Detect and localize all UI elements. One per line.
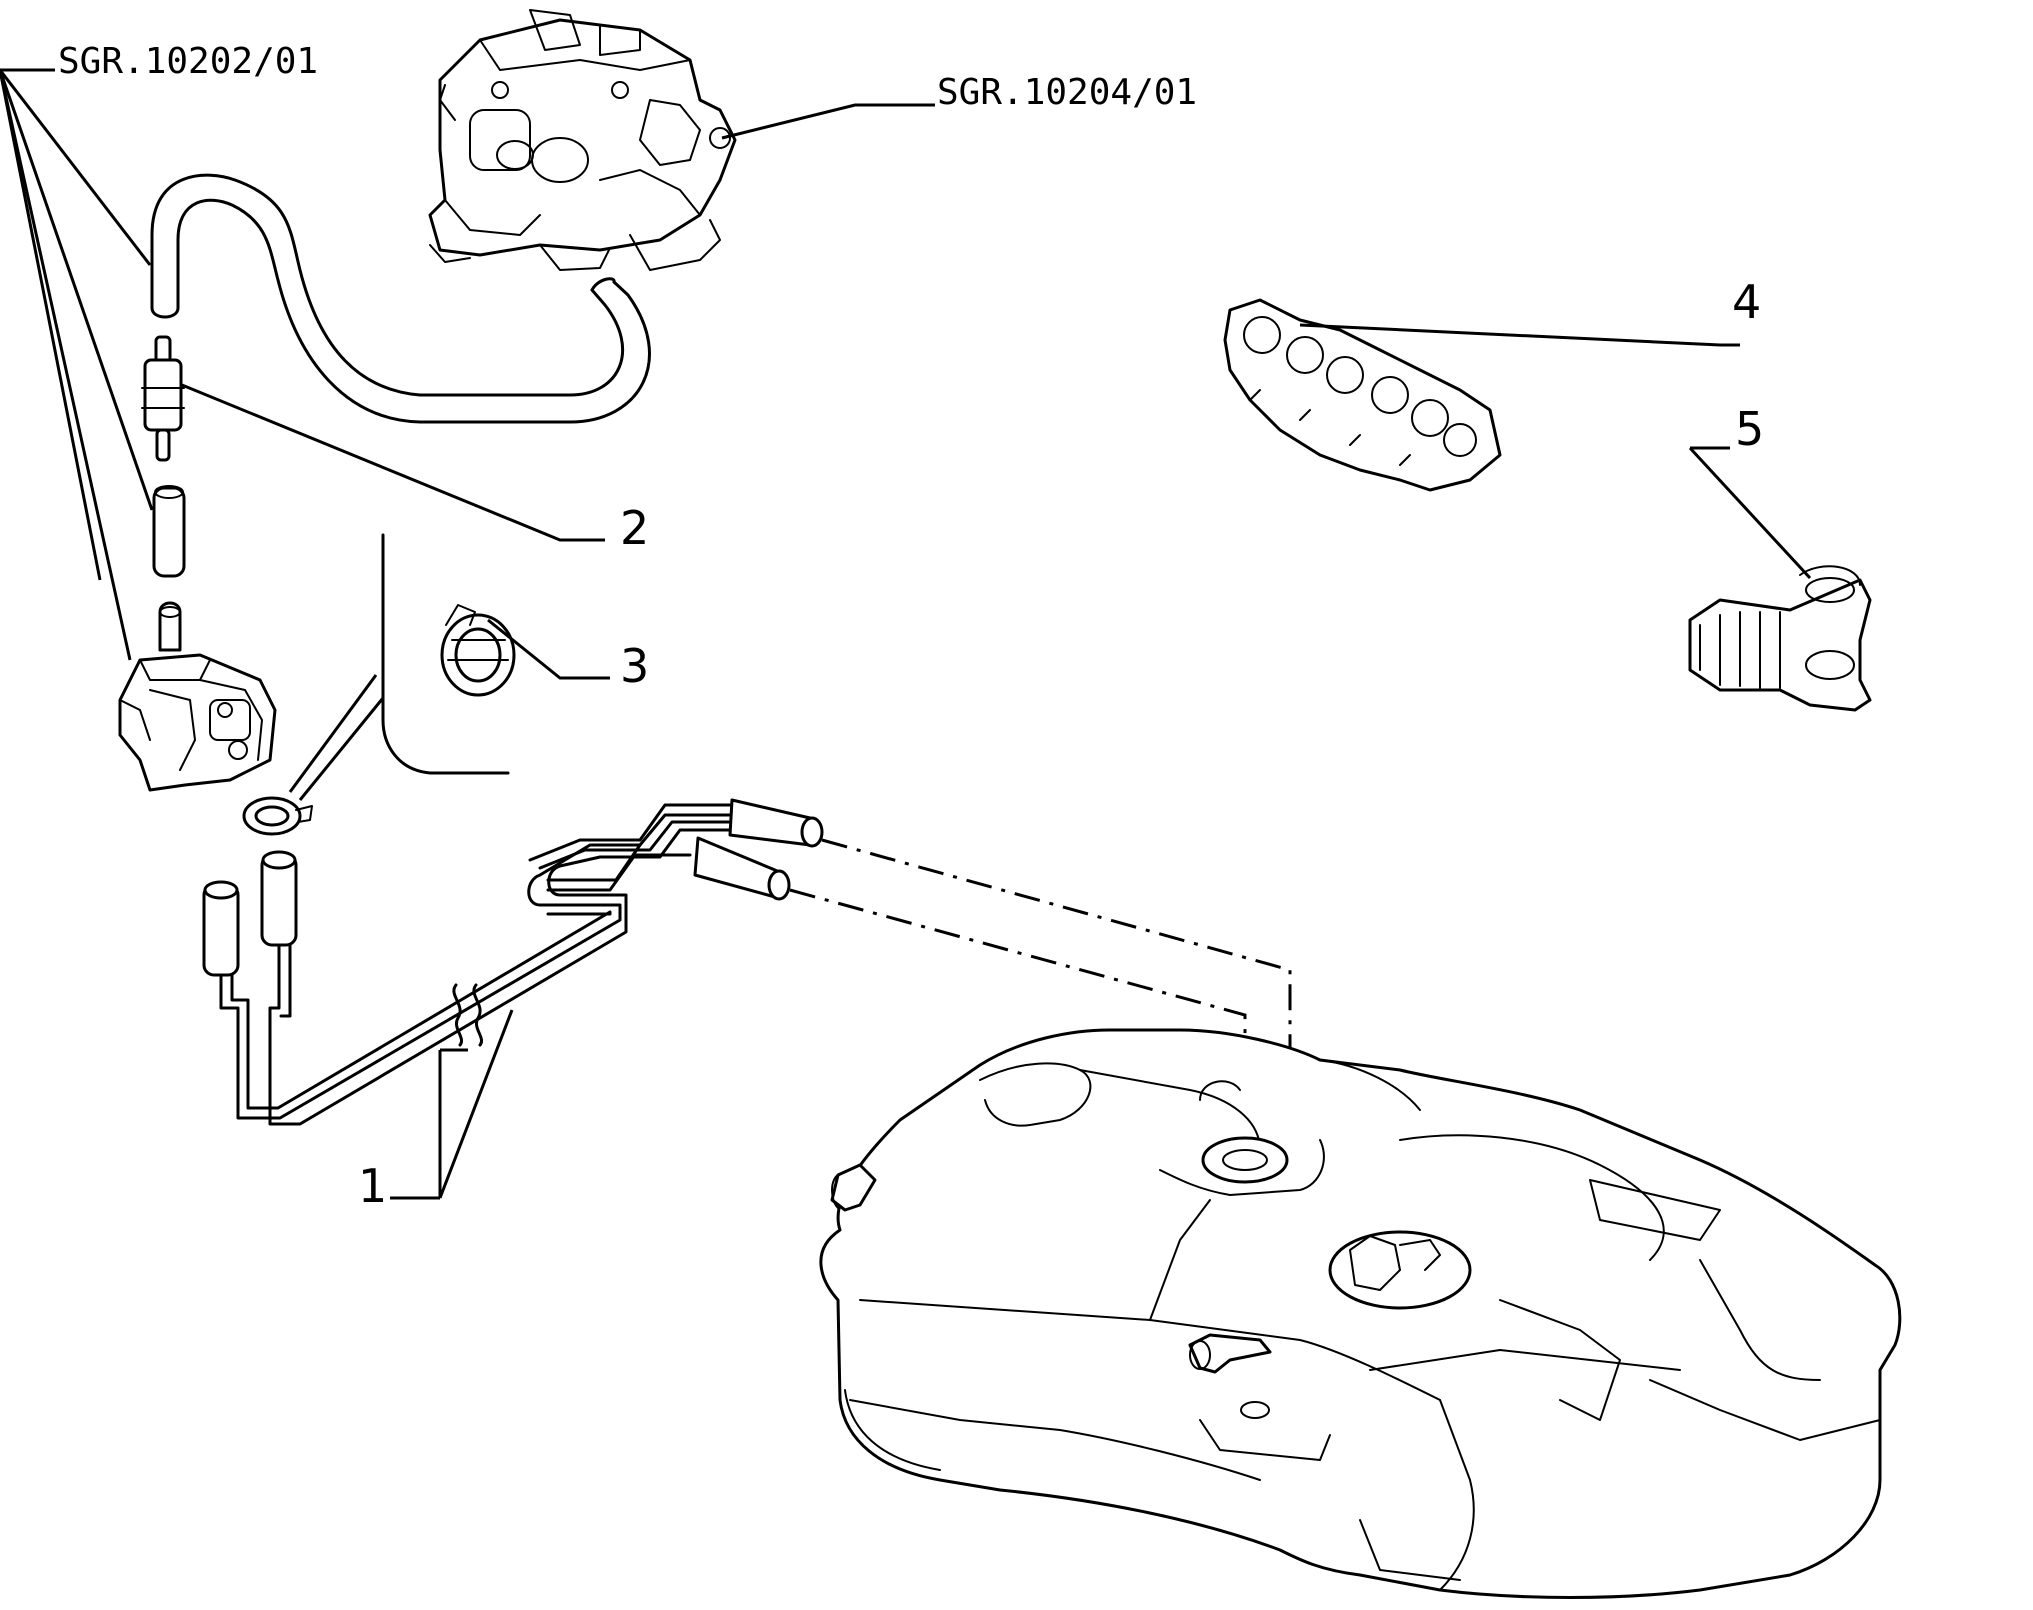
- fuel-hose: [150, 173, 651, 424]
- leader-lines: [0, 68, 1812, 1200]
- callout-4: 4: [1732, 275, 1761, 329]
- ref-label-fuel-pump-group: SGR.10202/01: [58, 41, 318, 82]
- pipe-clip-multi: [1223, 298, 1502, 492]
- fuel-tank: [819, 1028, 1902, 1599]
- fuel-filter: [141, 335, 185, 462]
- carburettor-illustration: [428, 9, 737, 271]
- fuel-pump: [118, 601, 277, 792]
- fuel-pipes: [219, 803, 742, 1126]
- pipe-sleeves-left: [202, 850, 298, 977]
- callout-2: 2: [620, 501, 649, 555]
- ref-label-carburettor-group: SGR.10204/01: [937, 72, 1197, 113]
- hose-sleeve: [152, 485, 186, 578]
- break-marker: [381, 533, 510, 775]
- callout-1: 1: [358, 1159, 387, 1213]
- hose-clamp-small: [242, 796, 313, 836]
- pipe-sleeves-right: [693, 798, 824, 901]
- pipe-break-marks: [452, 983, 483, 1047]
- pipe-clip-single: [1688, 565, 1872, 712]
- hose-clamp-large: [440, 604, 516, 697]
- callout-3: 3: [620, 639, 649, 693]
- callout-5: 5: [1735, 402, 1764, 456]
